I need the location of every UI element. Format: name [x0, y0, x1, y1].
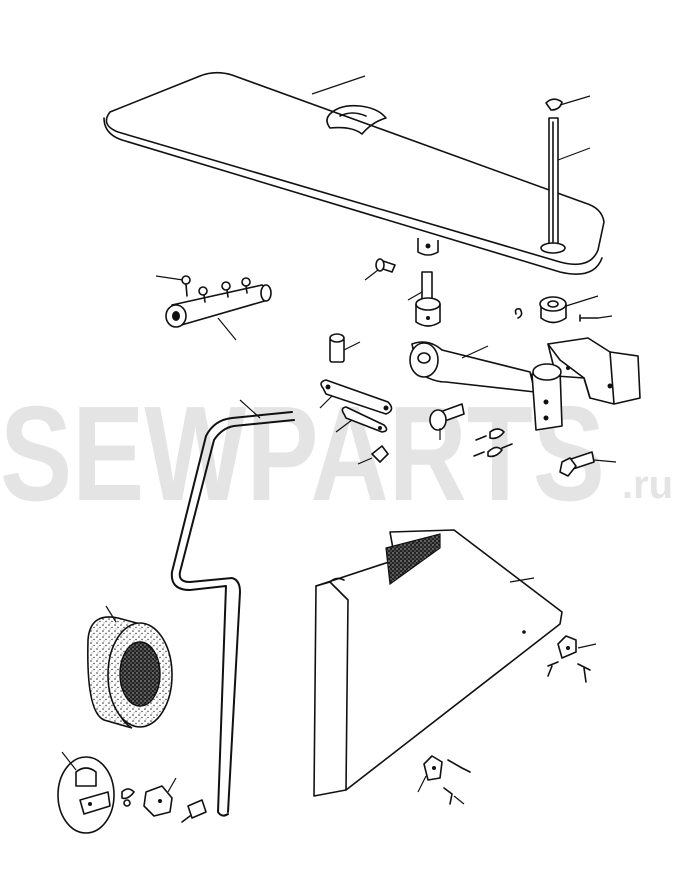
watermark: SEWPARTS .ru [0, 378, 673, 529]
watermark-suffix: .ru [622, 463, 673, 507]
cover-clips [417, 635, 597, 805]
board-lug [417, 238, 439, 256]
fasteners-mid [429, 403, 617, 477]
felt-wheel [87, 605, 173, 729]
hinge-pin [407, 271, 441, 327]
side-cover [313, 529, 563, 797]
bushing [514, 295, 613, 324]
watermark-main: SEWPARTS [0, 378, 605, 529]
support-rod [540, 95, 591, 254]
bottom-hardware [121, 777, 207, 823]
link-plates [319, 333, 393, 465]
leg-rod [170, 399, 295, 817]
hinge-tube [155, 275, 272, 341]
clip-disc [57, 751, 115, 834]
thumb-screw-1 [364, 258, 396, 281]
table-board [103, 71, 605, 275]
bracket-arm [409, 337, 641, 431]
